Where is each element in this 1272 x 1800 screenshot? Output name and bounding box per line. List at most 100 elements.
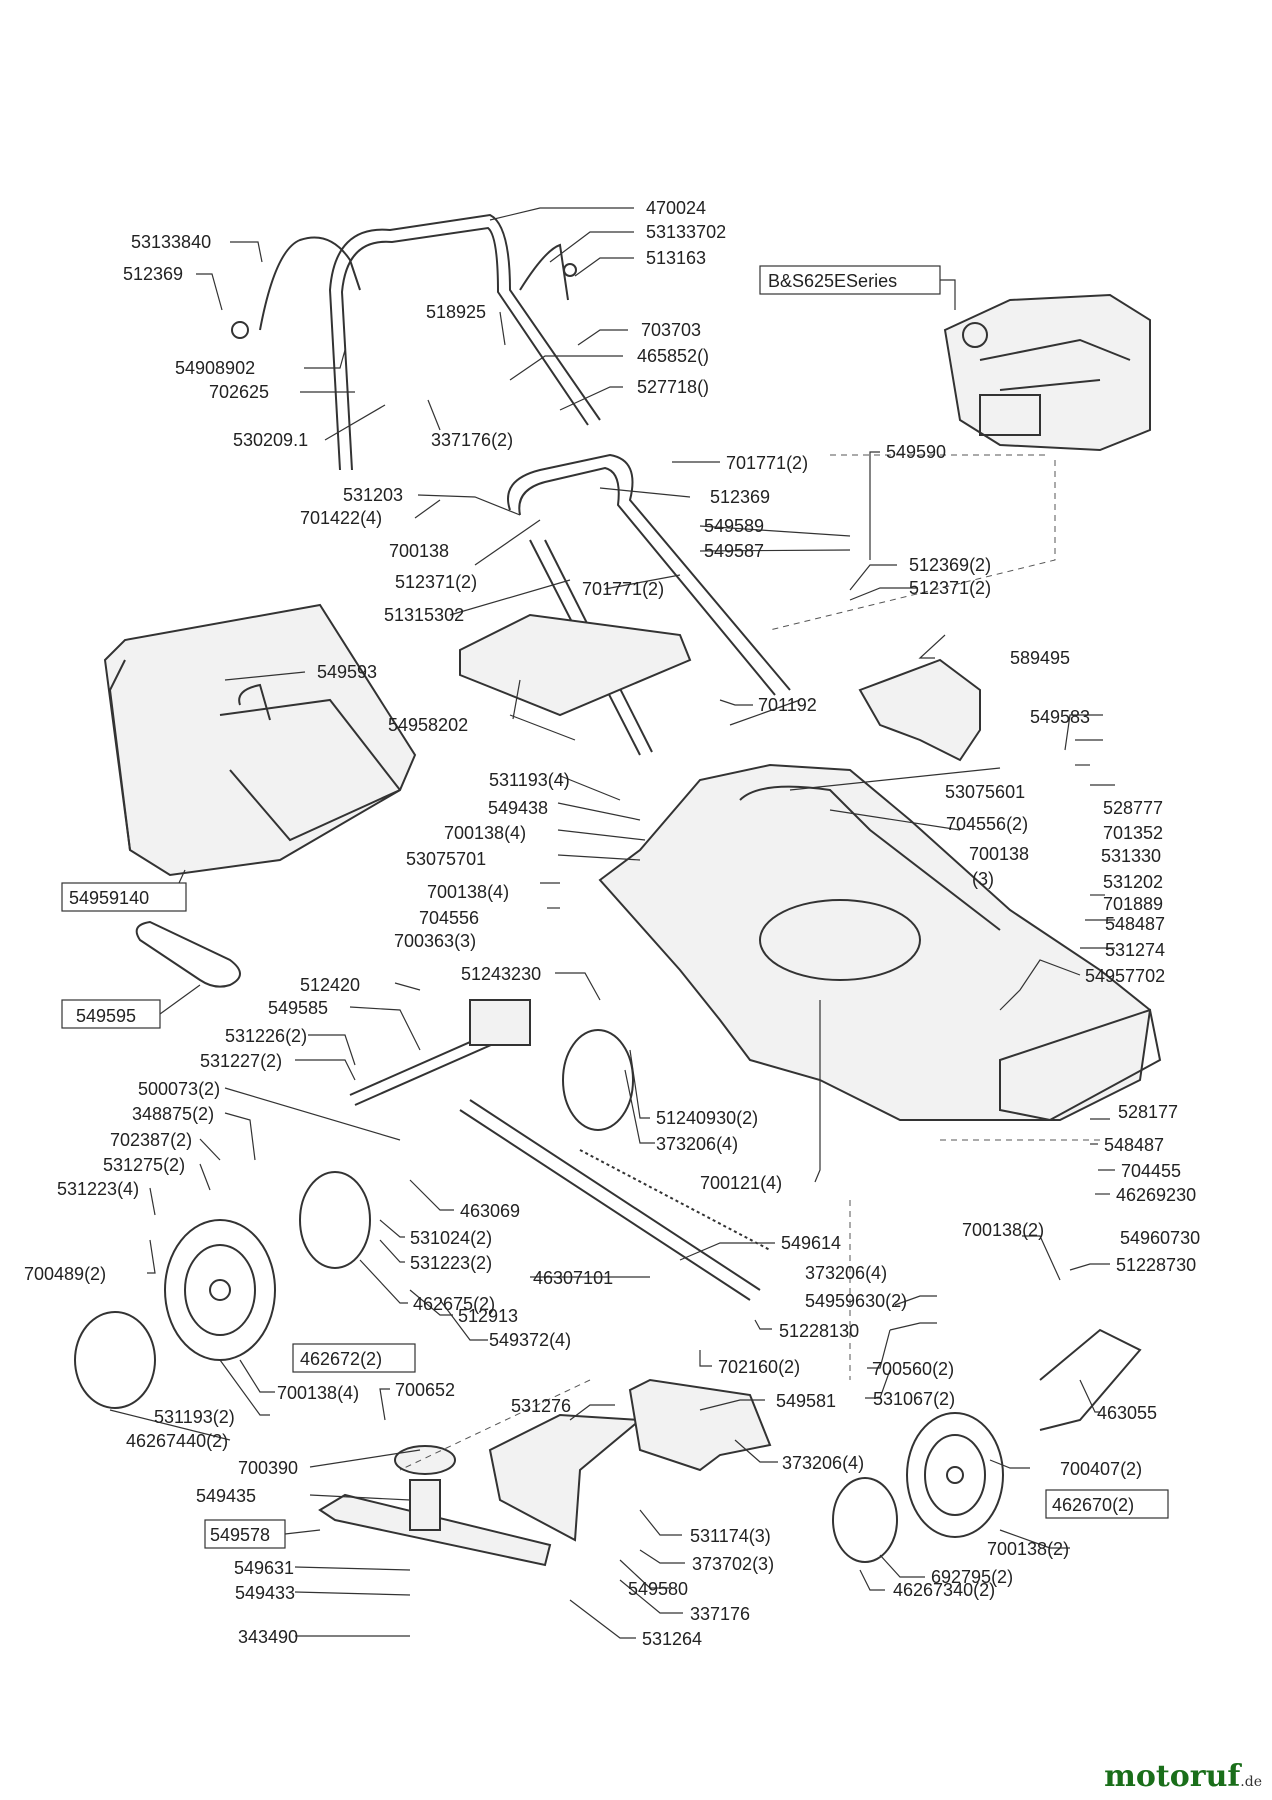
box-462672 [292, 1343, 416, 1373]
part-label-343490: 343490 [238, 1627, 298, 1647]
part-label-51228730: 51228730 [1116, 1255, 1196, 1275]
part-label-531274: 531274 [1105, 940, 1165, 960]
part-label-702160: 702160(2) [718, 1357, 800, 1377]
part-label-527718: 527718() [637, 377, 709, 397]
part-label-373206-4-c: 373206(4) [782, 1453, 864, 1473]
part-label-531227: 531227(2) [200, 1051, 282, 1071]
part-label-531174: 531174(3) [690, 1526, 771, 1546]
part-label-548487-bottom: 548487 [1104, 1135, 1164, 1155]
part-label-549438: 549438 [488, 798, 548, 818]
drive-belt [135, 920, 241, 988]
part-label-528177: 528177 [1118, 1102, 1178, 1122]
part-label-589495: 589495 [1010, 648, 1070, 668]
part-label-531067: 531067(2) [873, 1389, 955, 1409]
part-label-549614: 549614 [781, 1233, 841, 1253]
part-label-549435: 549435 [196, 1486, 256, 1506]
drive-rod [459, 1099, 761, 1301]
hub-plate [299, 1171, 371, 1269]
part-label-531276: 531276 [511, 1396, 571, 1416]
part-label-702625: 702625 [209, 382, 269, 402]
part-label-549593: 549593 [317, 662, 377, 682]
part-label-700560: 700560(2) [872, 1359, 954, 1379]
part-label-701192: 701192 [758, 695, 817, 715]
part-label-700652: 700652 [395, 1380, 455, 1400]
part-label-700363: 700363(3) [394, 931, 476, 951]
part-label-512371-2-right: 512371(2) [909, 578, 991, 598]
part-label-462675: 462675(2) [413, 1294, 495, 1314]
part-label-51315302: 51315302 [384, 605, 464, 625]
pulley-disc [562, 1029, 634, 1131]
part-label-518925: 518925 [426, 302, 486, 322]
part-label-700390: 700390 [238, 1458, 298, 1478]
part-label-700138-top: 700138 [389, 541, 449, 561]
part-label-531226: 531226(2) [225, 1026, 307, 1046]
part-label-531202: 531202 [1103, 872, 1163, 892]
part-label-463055: 463055 [1097, 1403, 1157, 1423]
part-label-700138-right: 700138 [969, 844, 1029, 864]
part-label-engine: B&S625ESeries [768, 271, 897, 291]
part-label-348875: 348875(2) [132, 1104, 214, 1124]
part-label-701771-2-mid: 701771(2) [582, 579, 664, 599]
part-label-692795: 692795(2) [931, 1567, 1013, 1587]
part-label-700489: 700489(2) [24, 1264, 106, 1284]
part-label-463069: 463069 [460, 1201, 520, 1221]
engine-label-box [759, 265, 941, 295]
wheel-cap-left [74, 1311, 156, 1409]
part-label-704556-2: 704556(2) [946, 814, 1028, 834]
part-label-701889: 701889 [1103, 894, 1163, 914]
part-label-531024: 531024(2) [410, 1228, 492, 1248]
part-label-531193-4: 531193(4) [489, 770, 570, 790]
part-label-531330: 531330 [1101, 846, 1161, 866]
part-label-51243230: 51243230 [461, 964, 541, 984]
deflector [488, 1413, 643, 1542]
part-label-46269230: 46269230 [1116, 1185, 1196, 1205]
part-label-54958202: 54958202 [388, 715, 468, 735]
part-label-704556: 704556 [419, 908, 479, 928]
part-label-46267440: 46267440(2) [126, 1431, 228, 1451]
dash-line-4 [399, 1379, 591, 1471]
part-label-549587: 549587 [704, 541, 764, 561]
part-label-703703: 703703 [641, 320, 701, 340]
part-label-549580: 549580 [628, 1579, 688, 1599]
part-label-700138-4-b: 700138(4) [427, 882, 509, 902]
part-label-549578: 549578 [210, 1525, 270, 1545]
part-label-700138-4-c: 700138(4) [277, 1383, 359, 1403]
part-label-373206-4-b: 373206(4) [805, 1263, 887, 1283]
part-label-54960730: 54960730 [1120, 1228, 1200, 1248]
part-label-46267340: 46267340(2) [893, 1580, 995, 1600]
part-label-46307101: 46307101 [533, 1268, 613, 1288]
box-54959140 [61, 882, 187, 912]
part-label-512371-2-left: 512371(2) [395, 572, 477, 592]
part-label-531203: 531203 [343, 485, 403, 505]
part-label-54957702: 54957702 [1085, 966, 1165, 986]
part-label-700138-2-a: 700138(2) [962, 1220, 1044, 1240]
part-label-531223-2: 531223(2) [410, 1253, 492, 1273]
part-label-549589: 549589 [704, 516, 764, 536]
part-label-512369-mid: 512369 [710, 487, 770, 507]
part-label-512420: 512420 [300, 975, 360, 995]
part-label-54959140: 54959140 [69, 888, 149, 908]
mower-deck [598, 763, 1162, 1122]
part-label-701422: 701422(4) [300, 508, 382, 528]
watermark-logo: motoruf.de [1104, 1759, 1262, 1794]
baffle-plate [459, 613, 692, 717]
part-label-549590: 549590 [886, 442, 946, 462]
part-label-512913: 512913 [458, 1306, 518, 1326]
part-label-373206-4-a: 373206(4) [656, 1134, 738, 1154]
part-label-470024: 470024 [646, 198, 706, 218]
part-label-337176-2: 337176(2) [431, 430, 513, 450]
box-462670 [1045, 1489, 1169, 1519]
part-label-51240930: 51240930(2) [656, 1108, 758, 1128]
part-label-53075601: 53075601 [945, 782, 1025, 802]
part-label-701771-2-top: 701771(2) [726, 453, 808, 473]
watermark-suffix: .de [1240, 1774, 1262, 1790]
part-label-549581: 549581 [776, 1391, 836, 1411]
part-label-549372: 549372(4) [489, 1330, 571, 1350]
part-label-700138-4-a: 700138(4) [444, 823, 526, 843]
front-axle [1039, 1328, 1142, 1431]
part-label-548487-top: 548487 [1105, 914, 1165, 934]
part-label-512369-2: 512369(2) [909, 555, 991, 575]
part-label-700138-qty3: (3) [972, 869, 994, 889]
mulch-plug [858, 658, 981, 762]
side-guard [628, 1378, 772, 1472]
